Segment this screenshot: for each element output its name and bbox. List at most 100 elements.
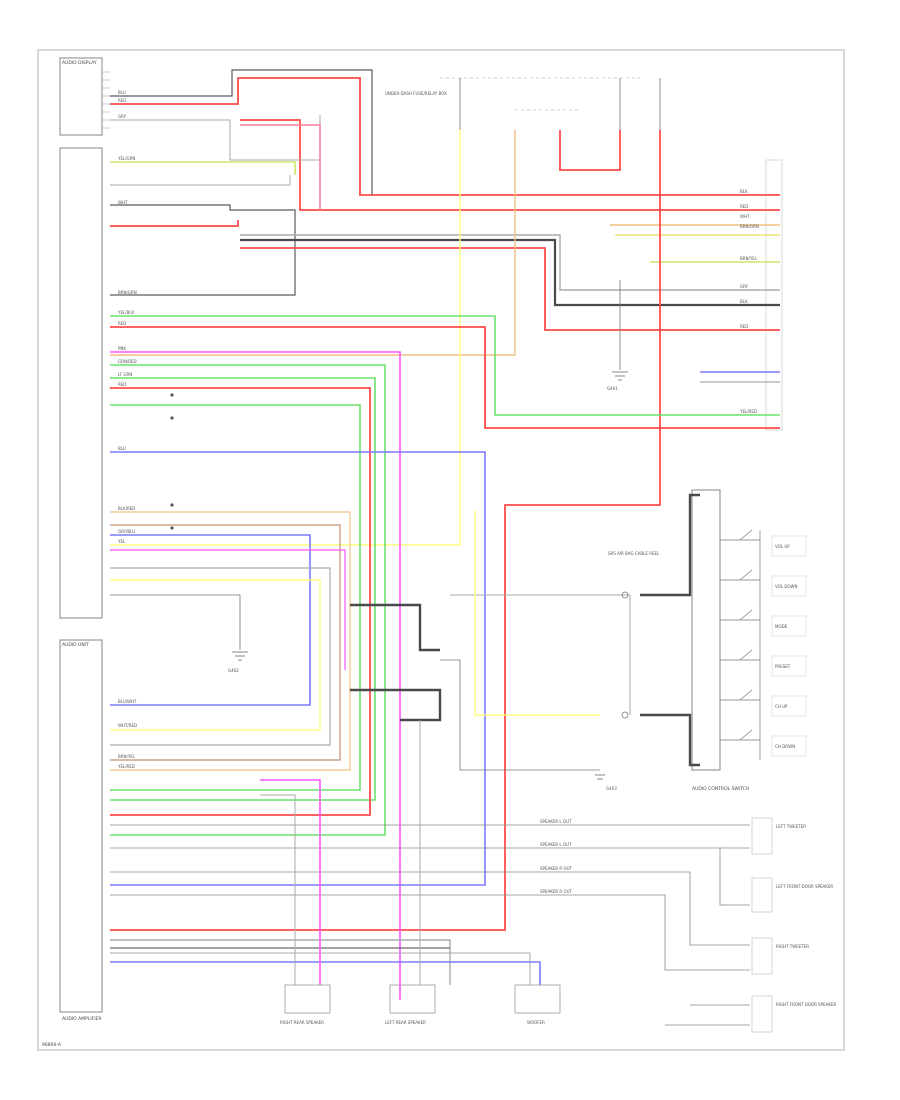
audio-control-switch-box: [691, 489, 721, 771]
svg-text:GRY: GRY: [740, 284, 749, 289]
fuse-relay-connector: [765, 159, 783, 431]
control-switches: [720, 529, 761, 760]
ground-label-2: G402: [228, 668, 239, 673]
wire-speaker-3: [110, 871, 750, 946]
wire-speaker-4: [110, 894, 750, 971]
wire-red-5: [110, 387, 371, 816]
speaker-boxes-right: [751, 817, 773, 1033]
svg-text:BRN/GRN: BRN/GRN: [740, 224, 759, 229]
right-rear-speaker-label: RIGHT REAR SPEAKER: [280, 1020, 324, 1025]
audio-unit-label: AUDIO UNIT: [62, 642, 89, 648]
wire-gray-bottom-2: [110, 952, 531, 985]
wire-gray-bottom-1: [110, 939, 451, 985]
wire-gray-amp-2: [240, 234, 780, 291]
wire-gray-center: [440, 659, 600, 771]
switch-label-5: CH DOWN: [775, 744, 795, 749]
woofer: [514, 984, 561, 1014]
speaker-io-3: SPEAKER R OUT: [540, 889, 573, 894]
wire-green-4: [110, 404, 361, 791]
wire-dark-switch-1: [640, 493, 700, 597]
wire-tags-right: BLK RED WHT BRN/GRN BRN/YEL GRY BLK RED …: [739, 189, 759, 414]
audio-display-label: AUDIO DISPLAY: [62, 60, 97, 66]
wire-red-amp-2: [240, 247, 780, 331]
svg-text:RED: RED: [118, 382, 126, 387]
wire-red-amp-1: [110, 220, 239, 227]
wire-yellow-2: [110, 579, 321, 731]
splice-markers: [170, 393, 174, 530]
svg-text:RED: RED: [118, 98, 126, 103]
svg-text:YEL/BLK: YEL/BLK: [117, 310, 135, 315]
switch-label-4: CH UP: [775, 704, 788, 709]
wire-dark-center-2: [350, 688, 442, 722]
wire-blue-2: [110, 534, 311, 706]
svg-text:RED: RED: [740, 204, 748, 209]
svg-text:PNK: PNK: [118, 346, 126, 351]
wire-magenta-1: [110, 351, 401, 1000]
audio-unit-box: [59, 639, 103, 1013]
svg-text:BRN/YEL: BRN/YEL: [740, 256, 758, 261]
svg-text:YEL: YEL: [117, 539, 126, 544]
svg-text:YEL/RED: YEL/RED: [739, 409, 757, 414]
svg-text:BLU: BLU: [118, 446, 126, 451]
svg-text:BLK: BLK: [740, 189, 748, 194]
wire-gray-4: [110, 594, 241, 650]
speaker-io-0: SPEAKER L OUT: [540, 819, 572, 824]
wire-red-4: [110, 326, 780, 429]
wire-blue-1: [110, 451, 486, 886]
woofer-label: WOOFER: [527, 1020, 545, 1025]
wire-green-1: [110, 315, 780, 416]
wire-dark-display: [110, 69, 373, 195]
right-rear-speaker: [284, 984, 331, 1014]
tweeter-r-label: RIGHT TWEETER: [776, 944, 809, 949]
audio-amplifier-label: AUDIO AMPLIFIER: [62, 1016, 102, 1022]
svg-text:YEL/RED: YEL/RED: [117, 764, 135, 769]
wire-gray-amp-1: [110, 175, 291, 186]
wire-red-3: [240, 124, 321, 210]
diagram-frame: [37, 49, 845, 1051]
svg-text:BLK/RED: BLK/RED: [118, 506, 135, 511]
audio-control-switch-label: AUDIO CONTROL SWITCH: [692, 786, 749, 792]
svg-text:GRY/BLU: GRY/BLU: [118, 529, 135, 534]
ground-symbol-center: [595, 774, 605, 780]
switch-label-2: MODE: [775, 624, 788, 629]
svg-text:BRN/YEL: BRN/YEL: [118, 754, 136, 759]
wire-orange-2: [110, 511, 351, 771]
left-rear-speaker-label: LEFT REAR SPEAKER: [385, 1020, 426, 1025]
door-l-label: LEFT FRONT DOOR SPEAKER: [776, 884, 833, 889]
wire-red-2: [240, 119, 780, 211]
audio-amplifier-box: [59, 147, 103, 619]
wire-gray-display: [110, 115, 321, 161]
svg-text:GRN/RED: GRN/RED: [118, 359, 137, 364]
ground-symbol-top: [612, 371, 628, 381]
cable-reel-label: SRS AIR BAG CABLE REEL: [608, 551, 660, 556]
wire-dark-center: [350, 603, 440, 652]
wire-magenta-2: [110, 549, 346, 670]
speaker-io-2: SPEAKER R OUT: [540, 866, 573, 871]
control-switch-labels: [771, 535, 807, 757]
ground-label-3: G403: [606, 786, 617, 791]
wire-gray-3: [110, 567, 331, 746]
ground-label-1: G401: [607, 386, 618, 391]
svg-text:WHT/RED: WHT/RED: [118, 723, 137, 728]
switch-label-0: VOL UP: [775, 544, 790, 549]
svg-text:RED: RED: [118, 321, 126, 326]
svg-text:WHT: WHT: [118, 200, 128, 205]
wire-tags-left: BLU RED GRY YEL/GRN WHT BRN/GRN RED GRN/…: [117, 90, 137, 769]
svg-text:WHT: WHT: [740, 214, 750, 219]
wire-dark-amp-2: [240, 238, 780, 307]
svg-text:RED: RED: [740, 324, 748, 329]
audio-display-box: [59, 57, 103, 136]
switch-connectors: [621, 591, 629, 719]
left-rear-speaker: [389, 984, 436, 1014]
wire-red-display: [110, 77, 780, 196]
wire-brown: [110, 524, 341, 761]
wire-yellowgreen-amp: [110, 161, 296, 175]
svg-text:BLU: BLU: [118, 90, 126, 95]
ground-symbol-amp: [232, 651, 248, 661]
wire-speaker-2: [110, 847, 750, 906]
svg-text:BLU/WHT: BLU/WHT: [118, 699, 137, 704]
wire-red-fuse: [559, 130, 621, 171]
footer-code: 96806-A: [42, 1042, 62, 1048]
switch-label-3: PRESET: [775, 664, 791, 669]
